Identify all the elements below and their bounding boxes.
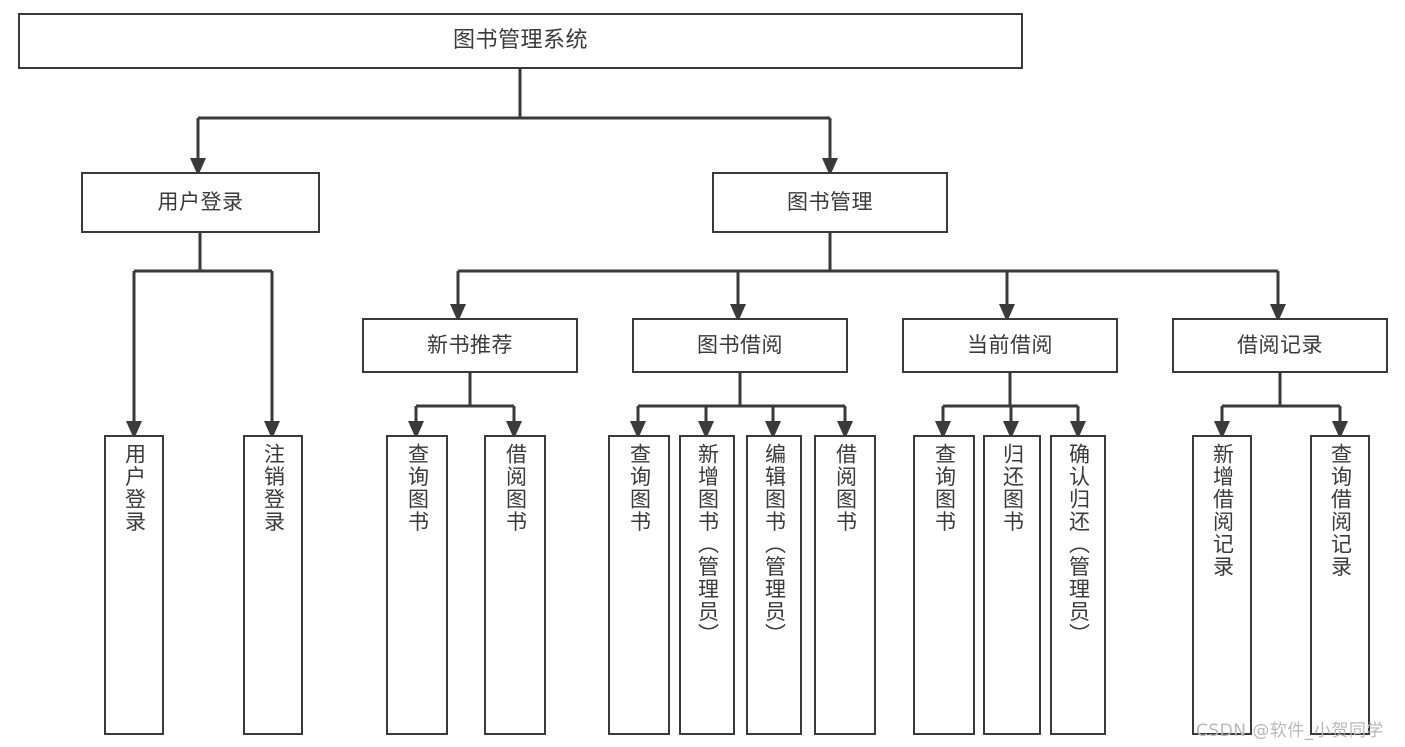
- node-book-borrow-label: 图书借阅: [697, 333, 783, 358]
- node-leaf-confirm-return[interactable]: 确认归还（管理员）: [1050, 435, 1106, 735]
- node-leaf-logout-label: 注销登录: [261, 443, 286, 533]
- node-leaf-borrow-book-2-label: 借阅图书: [833, 443, 858, 533]
- watermark: CSDN @软件_小贺同学: [1196, 721, 1384, 741]
- node-book-borrow[interactable]: 图书借阅: [632, 318, 848, 373]
- node-new-book-rec-label: 新书推荐: [427, 333, 513, 358]
- node-leaf-edit-book-label: 编辑图书（管理员）: [762, 443, 787, 646]
- node-leaf-add-book-label: 新增图书（管理员）: [695, 443, 720, 646]
- node-leaf-borrow-book-2[interactable]: 借阅图书: [814, 435, 876, 735]
- node-book-manage-label: 图书管理: [787, 190, 873, 215]
- node-leaf-user-login[interactable]: 用户登录: [104, 435, 164, 735]
- node-leaf-borrow-book-1-label: 借阅图书: [503, 443, 528, 533]
- node-leaf-query-book-1-label: 查询图书: [405, 443, 430, 533]
- node-leaf-return-book[interactable]: 归还图书: [983, 435, 1041, 735]
- node-leaf-add-record-label: 新增借阅记录: [1210, 443, 1235, 578]
- node-current-borrow-label: 当前借阅: [967, 333, 1053, 358]
- node-leaf-add-record[interactable]: 新增借阅记录: [1192, 435, 1252, 735]
- node-borrow-record-label: 借阅记录: [1237, 333, 1323, 358]
- node-leaf-query-book-2[interactable]: 查询图书: [608, 435, 670, 735]
- node-root[interactable]: 图书管理系统: [18, 13, 1023, 69]
- node-leaf-query-book-3[interactable]: 查询图书: [913, 435, 975, 735]
- node-leaf-confirm-return-label: 确认归还（管理员）: [1066, 443, 1091, 646]
- node-leaf-query-record-label: 查询借阅记录: [1328, 443, 1353, 578]
- node-leaf-query-book-2-label: 查询图书: [627, 443, 652, 533]
- node-leaf-query-book-1[interactable]: 查询图书: [386, 435, 448, 735]
- node-leaf-query-record[interactable]: 查询借阅记录: [1310, 435, 1370, 735]
- node-leaf-borrow-book-1[interactable]: 借阅图书: [484, 435, 546, 735]
- node-leaf-return-book-label: 归还图书: [1000, 443, 1025, 533]
- node-new-book-rec[interactable]: 新书推荐: [362, 318, 578, 373]
- node-leaf-logout[interactable]: 注销登录: [243, 435, 303, 735]
- node-user-login-label: 用户登录: [157, 190, 244, 215]
- node-current-borrow[interactable]: 当前借阅: [902, 318, 1118, 373]
- node-leaf-edit-book[interactable]: 编辑图书（管理员）: [746, 435, 802, 735]
- node-leaf-query-book-3-label: 查询图书: [932, 443, 957, 533]
- node-leaf-add-book[interactable]: 新增图书（管理员）: [679, 435, 735, 735]
- node-leaf-user-login-label: 用户登录: [122, 443, 147, 533]
- node-user-login[interactable]: 用户登录: [81, 172, 320, 233]
- node-root-label: 图书管理系统: [452, 28, 588, 54]
- node-borrow-record[interactable]: 借阅记录: [1172, 318, 1388, 373]
- node-book-manage[interactable]: 图书管理: [712, 172, 948, 233]
